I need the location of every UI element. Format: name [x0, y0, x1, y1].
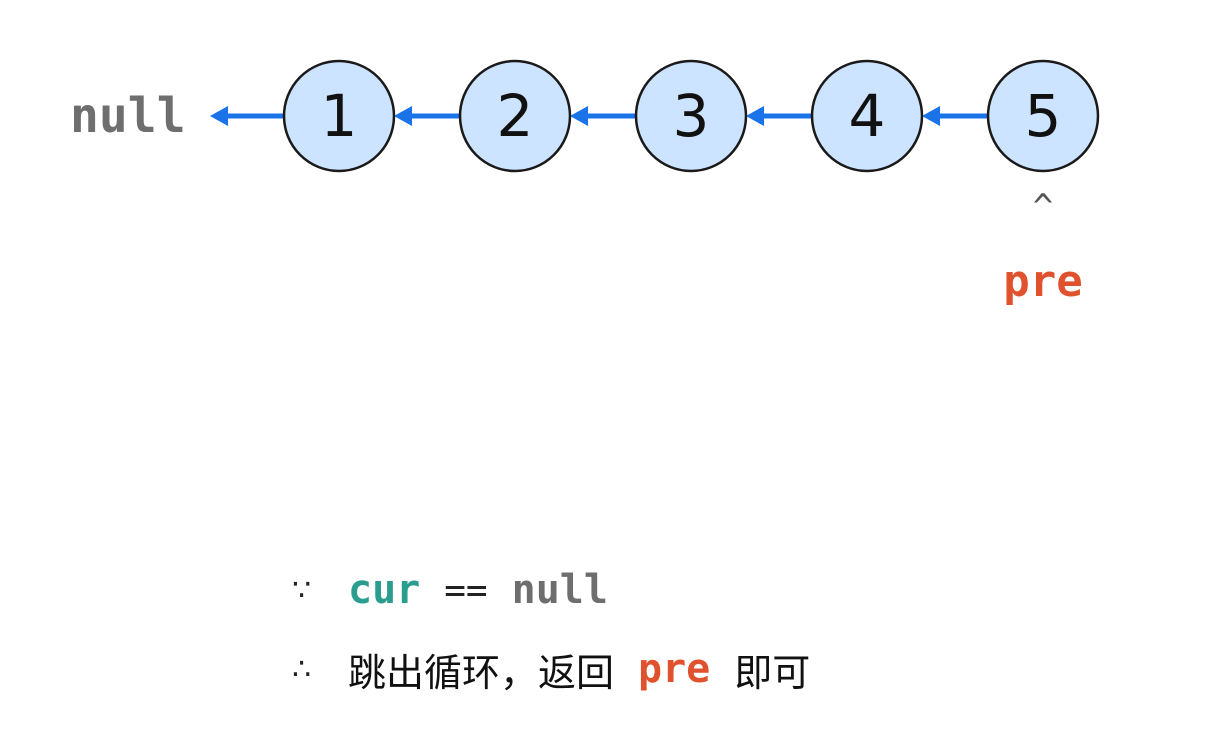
conclusion-text-after: 即可: [734, 650, 811, 695]
node-2-circle: [458, 59, 572, 173]
link-node-3-to-node-2-head: [570, 106, 588, 126]
list-node-4: 4: [810, 59, 924, 173]
because-symbol: ∵: [292, 572, 312, 608]
node-1-label: 1: [321, 82, 358, 150]
nodes-layer: 1 2 3 4 5: [282, 59, 1100, 173]
link-node-2-to-node-1-head: [394, 106, 412, 126]
list-node-1: 1: [282, 59, 396, 173]
node-3-circle: [634, 59, 748, 173]
cur-variable: cur: [348, 567, 421, 613]
links-layer: [210, 106, 988, 126]
list-node-5: 5: [986, 59, 1100, 173]
link-node-2-to-node-1: [394, 106, 460, 126]
link-node-5-to-node-4: [922, 106, 988, 126]
condition-line: ∵ cur == null: [292, 565, 608, 615]
node-2-label: 2: [497, 82, 534, 150]
pre-pointer-label: pre: [1003, 256, 1082, 307]
list-node-3: 3: [634, 59, 748, 173]
therefore-symbol: ∴: [292, 651, 312, 687]
link-node-5-to-node-4-head: [922, 106, 940, 126]
null-label: null: [70, 88, 186, 144]
node-1-circle: [282, 59, 396, 173]
node-4-label: 4: [849, 82, 886, 150]
link-node-3-to-node-2: [570, 106, 636, 126]
node-5-label: 5: [1025, 82, 1062, 150]
pointer-caret: ^: [1033, 187, 1053, 227]
node-5-circle: [986, 59, 1100, 173]
conclusion-line: ∴ 跳出循环，返回 pre 即可: [292, 644, 811, 695]
node-4-circle: [810, 59, 924, 173]
list-node-2: 2: [458, 59, 572, 173]
link-node-4-to-node-3-head: [746, 106, 764, 126]
linked-list-diagram: null 1 2 3 4 5 ^ pre: [70, 59, 1100, 307]
link-node-4-to-node-3: [746, 106, 812, 126]
equals-operator: ==: [444, 569, 488, 611]
link-node-1-to-null-head: [210, 106, 228, 126]
null-value: null: [511, 567, 608, 613]
node-3-label: 3: [673, 82, 710, 150]
pre-variable: pre: [638, 646, 711, 692]
link-node-1-to-null: [210, 106, 284, 126]
conclusion-text-before: 跳出循环，返回: [348, 650, 615, 695]
